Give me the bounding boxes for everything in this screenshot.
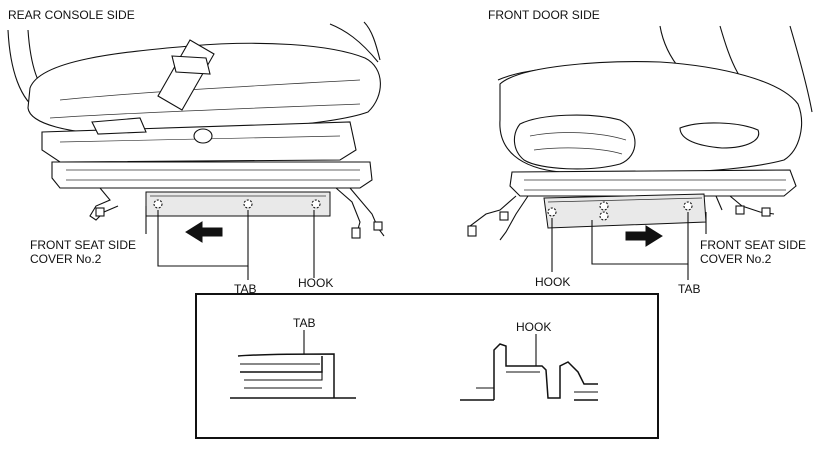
hook-left-2 [311, 199, 321, 209]
left-tab-label: TAB [234, 282, 256, 296]
rear-console-side-label: REAR CONSOLE SIDE [8, 8, 135, 22]
left-seat-view [7, 21, 385, 280]
detail-box [195, 293, 659, 439]
tab-detail-drawing [230, 330, 356, 399]
right-cover-label-line2: COVER No.2 [700, 252, 772, 266]
detail-tab-label: TAB [293, 316, 315, 330]
front-seat-side-cover-left [145, 191, 331, 217]
front-seat-side-cover-right [543, 193, 707, 229]
left-hook-label: HOOK [298, 276, 333, 290]
tab-right-1 [599, 201, 609, 211]
right-hook-label: HOOK [535, 275, 570, 289]
left-cover-label-line2: COVER No.2 [30, 252, 102, 266]
arrow-right-icon [625, 225, 663, 247]
hook-detail-drawing [460, 334, 598, 401]
front-door-side-label: FRONT DOOR SIDE [488, 8, 600, 22]
seat-rail-right [509, 169, 797, 197]
detail-hook-label: HOOK [516, 320, 551, 334]
tab-left-1 [243, 199, 253, 209]
seat-rail-left [51, 161, 373, 189]
tab-right-3 [683, 201, 693, 211]
hook-left-1 [153, 199, 163, 209]
left-cover-label-line1: FRONT SEAT SIDE [30, 238, 136, 252]
right-seat-view [467, 25, 813, 280]
hook-right-1 [547, 207, 557, 217]
tab-right-2 [599, 211, 609, 221]
arrow-left-icon [185, 221, 223, 243]
right-cover-label-line1: FRONT SEAT SIDE [700, 238, 806, 252]
right-tab-label: TAB [678, 282, 700, 296]
